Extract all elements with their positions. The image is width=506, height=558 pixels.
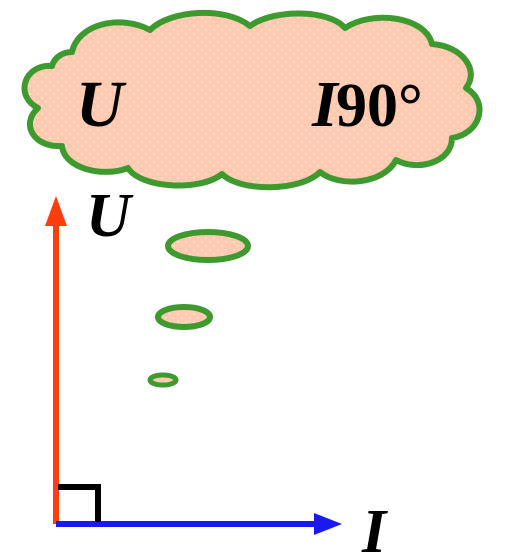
voltage-phasor-arrow — [45, 196, 67, 524]
voltage-axis-label: U — [86, 182, 134, 250]
cloud-angle-value: 90° — [336, 72, 423, 140]
cloud-voltage-symbol: U — [76, 68, 127, 141]
right-angle-icon — [58, 484, 101, 522]
current-axis-label: I — [361, 498, 388, 558]
cloud-current-symbol: I — [311, 68, 340, 141]
current-phasor-arrow — [56, 513, 342, 535]
thought-bubble-icon — [21, 9, 483, 388]
thought-bubble-medium — [155, 304, 213, 330]
thought-cloud — [21, 9, 483, 191]
thought-bubble-small — [147, 372, 179, 388]
thought-bubble-large — [165, 229, 251, 263]
